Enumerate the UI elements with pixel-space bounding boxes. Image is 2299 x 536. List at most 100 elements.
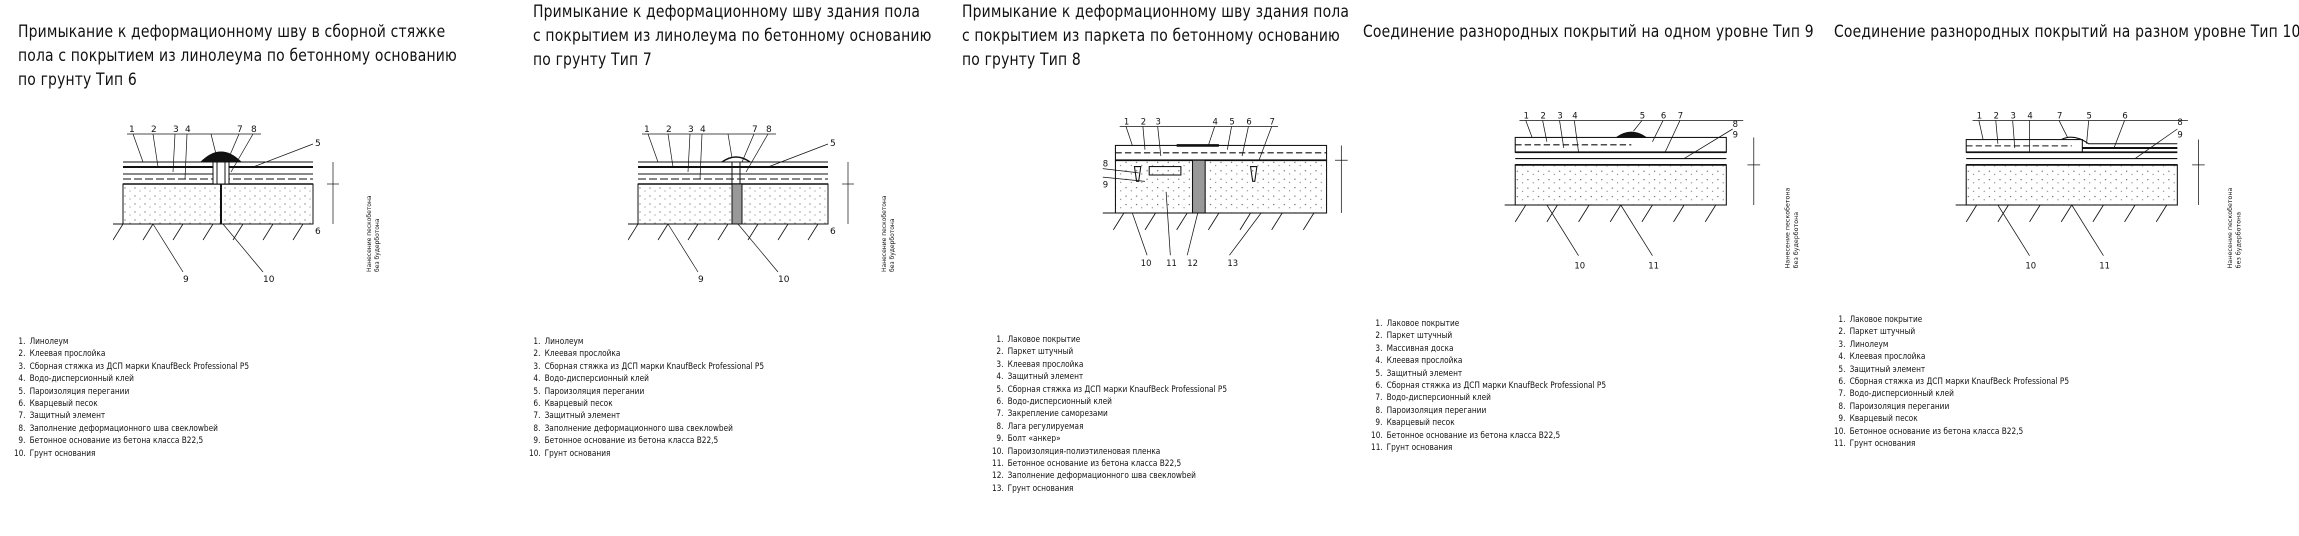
legend-item: 8.Заполнение деформационного шва свеклоw… bbox=[533, 423, 733, 434]
legend-item: 11.Бетонное основание из бетона класса В… bbox=[992, 459, 1182, 470]
callout-6: 6 bbox=[2122, 110, 2127, 120]
legend-item: 4.Водо-дисперсионный клей bbox=[533, 374, 649, 385]
legend-list: 1.Лаковое покрытие 2.Паркет штучный 3.Кл… bbox=[992, 334, 1227, 495]
legend-list: 1.Линолеум 2.Клеевая прослойка 3.Сборная… bbox=[14, 336, 249, 460]
callout-6: 6 bbox=[315, 227, 321, 237]
callout-9: 9 bbox=[2177, 129, 2182, 139]
callout-11: 11 bbox=[1166, 258, 1177, 268]
legend-item: 10.Бетонное основание из бетона класса В… bbox=[1834, 426, 2024, 437]
floor-joint-drawing: 1 2 3 4 7 8 5 6 9 10 Нанесение пескобето… bbox=[113, 125, 381, 285]
callout-4: 4 bbox=[700, 125, 706, 135]
callout-7: 7 bbox=[2057, 110, 2062, 120]
panel-title: Соединение разнородных покрытий на разно… bbox=[1834, 20, 2299, 44]
right-note: без будерботона bbox=[374, 218, 381, 272]
callout-7: 7 bbox=[1678, 110, 1683, 120]
panel-title: Примыкание к деформационному шву здания … bbox=[962, 0, 1350, 72]
detail-panel-type-10: Соединение разнородных покрытий на разно… bbox=[1834, 0, 2299, 536]
legend-item: 1.Лаковое покрытие bbox=[1838, 315, 1923, 325]
legend-item: 7.Защитный элемент bbox=[533, 411, 621, 422]
callout-5: 5 bbox=[315, 139, 321, 149]
callout-9: 9 bbox=[183, 275, 189, 285]
callout-2: 2 bbox=[151, 125, 157, 135]
legend-item: 5.Пароизоляция перегании bbox=[18, 386, 130, 397]
callout-7: 7 bbox=[1270, 118, 1275, 126]
callout-2: 2 bbox=[666, 125, 672, 135]
legend-item: 9.Болт «анкер» bbox=[996, 434, 1061, 445]
callout-13: 13 bbox=[1227, 258, 1238, 268]
legend-item: 9.Кварцевый песок bbox=[1375, 418, 1455, 429]
legend-item: 11.Грунт основания bbox=[1834, 439, 1916, 450]
legend-item: 9.Бетонное основание из бетона класса В2… bbox=[533, 436, 719, 447]
callout-9: 9 bbox=[1733, 129, 1738, 139]
callout-1: 1 bbox=[129, 125, 135, 135]
legend-item: 3.Массивная доска bbox=[1375, 343, 1454, 354]
legend-item: 6.Кварцевый песок bbox=[18, 399, 98, 410]
legend-item: 5.Защитный элемент bbox=[1375, 368, 1463, 379]
title-line: Примыкание к деформационному шву здания … bbox=[962, 2, 1350, 22]
panel-title: Примыкание к деформационному шву здания … bbox=[533, 0, 931, 72]
callout-9: 9 bbox=[1103, 180, 1108, 190]
legend-item: 13.Грунт основания bbox=[992, 483, 1074, 494]
callout-1: 1 bbox=[644, 125, 650, 135]
callout-2: 2 bbox=[1141, 118, 1146, 126]
floor-joint-drawing: 1 2 3 4 5 6 7 8 9 10 11 Нанесение пескоб… bbox=[1504, 110, 1800, 270]
detail-panel-type-6: Примыкание к деформационному шву в сборн… bbox=[14, 0, 518, 536]
legend-item: 3.Сборная стяжка из ДСП марки KnaufBeck … bbox=[533, 361, 765, 372]
legend-item: 1.Лаковое покрытие bbox=[1375, 319, 1460, 329]
callout-4: 4 bbox=[1213, 118, 1218, 126]
legend-list: 1.Линолеум 2.Клеевая прослойка 3.Сборная… bbox=[529, 336, 764, 460]
legend-item: 2.Паркет штучный bbox=[1838, 327, 1916, 338]
legend-item: 2.Паркет штучный bbox=[996, 347, 1074, 358]
detail-panel-type-9: Соединение разнородных покрытий на одном… bbox=[1363, 0, 1833, 536]
title-line: пола с покрытием из линолеума по бетонно… bbox=[18, 46, 457, 66]
title-line: Примыкание к деформационному шву в сборн… bbox=[18, 22, 446, 42]
callout-8: 8 bbox=[2177, 117, 2182, 127]
callout-1: 1 bbox=[1977, 110, 1982, 120]
legend-item: 8.Пароизоляция перегании bbox=[1838, 401, 1950, 412]
callout-6: 6 bbox=[830, 227, 836, 237]
legend-item: 3.Линолеум bbox=[1838, 339, 1889, 350]
legend-item: 8.Пароизоляция перегании bbox=[1375, 405, 1487, 416]
right-note: без будерботона bbox=[2235, 212, 2243, 269]
callout-2: 2 bbox=[1994, 110, 1999, 120]
right-note: Нанесение пескобетона bbox=[1784, 187, 1792, 268]
detail-panel-type-7: Примыкание к деформационному шву здания … bbox=[529, 0, 973, 536]
callout-5: 5 bbox=[1640, 110, 1645, 120]
legend-item: 6.Сборная стяжка из ДСП марки KnaufBeck … bbox=[1375, 381, 1607, 392]
legend-item: 3.Клеевая прослойка bbox=[996, 359, 1084, 370]
detail-panel-type-8: Примыкание к деформационному шву здания … bbox=[962, 0, 1362, 536]
callout-10: 10 bbox=[1574, 260, 1585, 270]
right-note: Нанесение пескобетона bbox=[366, 195, 373, 272]
title-line: с покрытием из паркета по бетонному осно… bbox=[962, 26, 1340, 46]
callout-5: 5 bbox=[2087, 110, 2092, 120]
legend-item: 11.Грунт основания bbox=[1371, 443, 1453, 454]
callout-8: 8 bbox=[1733, 119, 1738, 129]
callout-4: 4 bbox=[2027, 110, 2032, 120]
legend-item: 4.Клеевая прослойка bbox=[1838, 352, 1926, 363]
callout-8: 8 bbox=[1103, 159, 1108, 169]
callout-3: 3 bbox=[173, 125, 179, 135]
callout-12: 12 bbox=[1187, 258, 1198, 268]
callout-4: 4 bbox=[1572, 110, 1577, 120]
callout-2: 2 bbox=[1541, 110, 1546, 120]
legend-item: 1.Лаковое покрытие bbox=[996, 335, 1081, 345]
legend-list: 1.Лаковое покрытие 2.Паркет штучный 3.Ли… bbox=[1834, 314, 2069, 450]
legend-item: 2.Клеевая прослойка bbox=[18, 349, 106, 360]
title-line: Соединение разнородных покрытий на разно… bbox=[1834, 22, 2299, 42]
callout-8: 8 bbox=[766, 125, 772, 135]
callout-7: 7 bbox=[752, 125, 758, 135]
callout-4: 4 bbox=[185, 125, 191, 135]
legend-item: 9.Бетонное основание из бетона класса В2… bbox=[18, 436, 204, 447]
right-note: без будерботона bbox=[1792, 212, 1800, 269]
callout-9: 9 bbox=[698, 275, 704, 285]
callout-10: 10 bbox=[263, 275, 275, 285]
title-line: Соединение разнородных покрытий на одном… bbox=[1363, 22, 1814, 42]
right-note: Нанесение пескобетона bbox=[2226, 187, 2234, 268]
title-line: по грунту Тип 8 bbox=[962, 50, 1081, 70]
legend-item: 5.Защитный элемент bbox=[1838, 364, 1926, 375]
floor-joint-drawing: 1 2 3 4 5 6 7 8 9 10 11 12 13 bbox=[1102, 118, 1348, 268]
legend-item: 4.Клеевая прослойка bbox=[1375, 356, 1463, 367]
legend-item: 1.Линолеум bbox=[18, 337, 69, 347]
legend-item: 6.Кварцевый песок bbox=[533, 399, 613, 410]
legend-item: 12.Заполнение деформационного шва свекло… bbox=[992, 471, 1196, 482]
